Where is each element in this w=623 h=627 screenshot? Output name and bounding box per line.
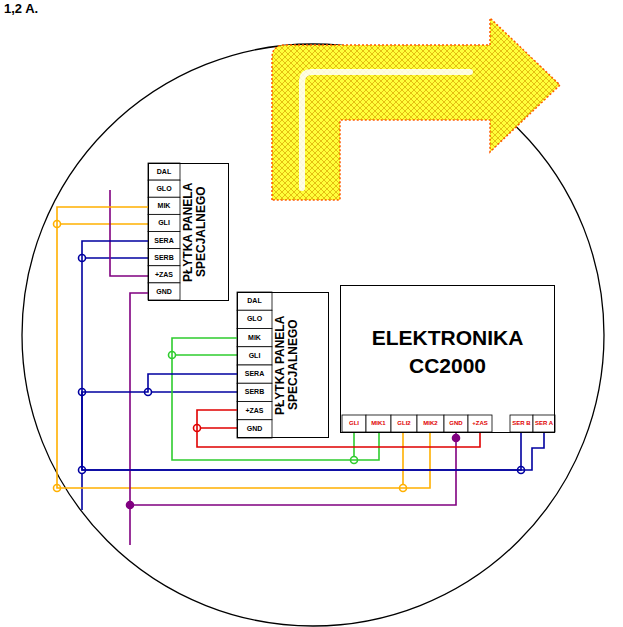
pin-cell	[237, 365, 272, 383]
pin-cell	[148, 163, 180, 180]
panel-board: PŁYTKA PANELA SPECJALNEGO	[237, 292, 329, 438]
pin-name: DAL	[237, 292, 272, 310]
wire	[110, 190, 148, 276]
wire	[197, 427, 237, 429]
note-text: 1,2 A.	[4, 1, 38, 17]
control-unit: ELEKTRONIKA CC2000	[340, 285, 555, 433]
terminal-name: MIK1	[366, 415, 391, 432]
arrow-highlight	[302, 72, 470, 188]
pin-cell	[366, 415, 391, 432]
pin-cell	[148, 249, 180, 266]
board-title: PŁYTKA PANELA SPECJALNEGO	[274, 297, 325, 433]
pin-cell	[417, 415, 444, 432]
terminal-name: SER A	[533, 415, 555, 432]
pin-name: GLI	[237, 347, 272, 365]
pin-name: GND	[237, 420, 272, 438]
terminal-name: MIK2	[417, 415, 444, 432]
pin-cell	[237, 420, 272, 438]
pin-name: MIK	[237, 329, 272, 347]
pin-cell	[148, 232, 180, 249]
terminal-name: GLI2	[391, 415, 417, 432]
terminal-name: +ZAS	[468, 415, 492, 432]
pin-name: +ZAS	[148, 266, 180, 283]
board-title: PŁYTKA PANELA SPECJALNEGO	[182, 168, 225, 296]
pin-cell	[148, 214, 180, 231]
pin-cells	[148, 163, 555, 438]
pin-name: GND	[148, 283, 180, 300]
pin-cell	[342, 415, 366, 432]
panel-board: PŁYTKA PANELA SPECJALNEGO	[148, 163, 229, 301]
wire	[172, 354, 237, 356]
pin-name: GLO	[148, 180, 180, 197]
pin-name: SERB	[148, 249, 180, 266]
terminal-name: GLI	[342, 415, 366, 432]
pin-name: SERA	[148, 232, 180, 249]
wire	[402, 432, 404, 488]
wires	[57, 190, 403, 545]
pin-cell	[391, 415, 417, 432]
pin-cell	[533, 415, 555, 432]
wire	[197, 410, 480, 447]
wire	[130, 293, 456, 505]
unit-title: ELEKTRONIKA CC2000	[341, 324, 554, 381]
pin-cell	[148, 283, 180, 300]
pin-cell	[148, 197, 180, 214]
pin-name: GLO	[237, 310, 272, 328]
wire	[81, 470, 83, 510]
wire	[82, 257, 148, 259]
pin-cell	[237, 329, 272, 347]
pin-name: SERA	[237, 365, 272, 383]
wire	[82, 374, 521, 470]
pin-cell	[444, 415, 468, 432]
pin-name: MIK	[148, 197, 180, 214]
pin-cell	[510, 415, 533, 432]
pin-name: DAL	[148, 163, 180, 180]
pin-cell	[237, 383, 272, 401]
yellow-arrow	[272, 18, 560, 200]
pin-name: +ZAS	[237, 402, 272, 420]
pin-cell	[237, 347, 272, 365]
pin-cell	[237, 292, 272, 310]
terminal-name: GND	[444, 415, 468, 432]
pin-name: GLI	[148, 214, 180, 231]
pin-cell	[148, 180, 180, 197]
pin-name: SERB	[237, 383, 272, 401]
pin-cell	[237, 402, 272, 420]
wire	[148, 391, 237, 393]
pin-cell	[468, 415, 492, 432]
wire	[129, 505, 131, 545]
wire	[57, 223, 148, 225]
terminal-name: SER B	[510, 415, 533, 432]
pin-cell	[148, 266, 180, 283]
pin-cell	[237, 310, 272, 328]
